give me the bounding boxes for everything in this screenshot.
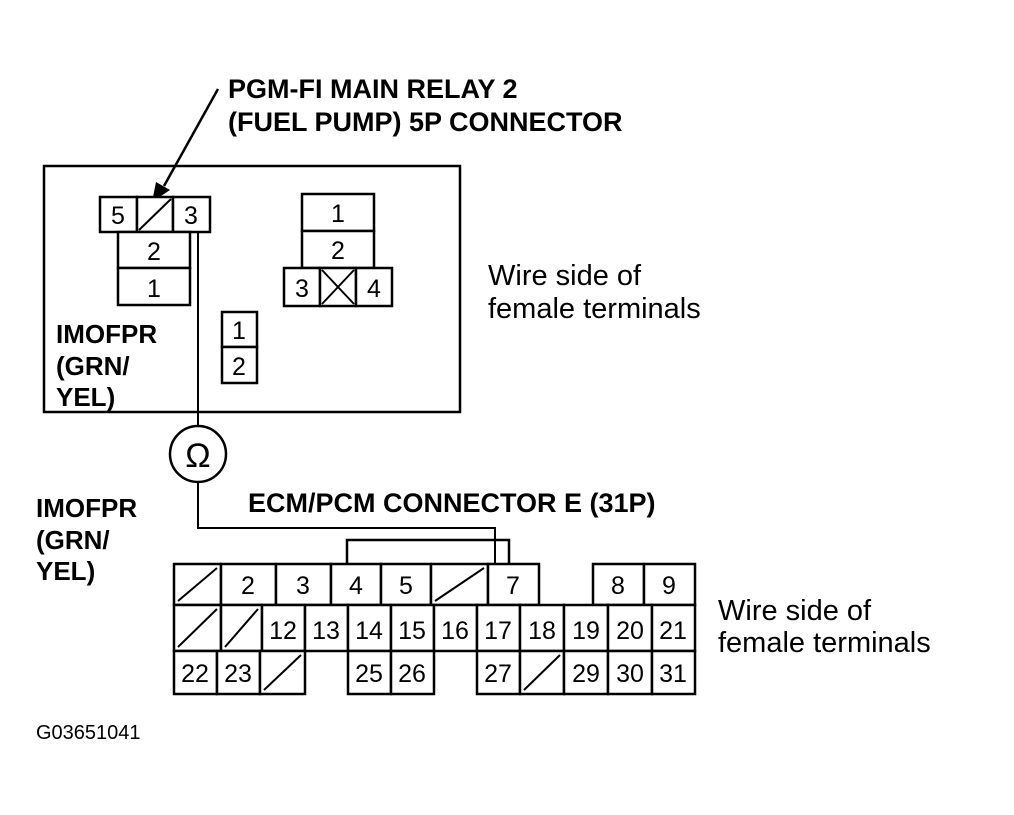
ecm-pin-13: 13	[312, 617, 340, 645]
relay-pin-1: 1	[147, 275, 161, 303]
relay-wire-label-1: IMOFPR	[56, 319, 157, 349]
ecm-pin-26: 26	[398, 660, 426, 688]
ecm-pin-3: 3	[296, 572, 310, 600]
ecm-pin-19: 19	[572, 617, 600, 645]
ecm-pin-9: 9	[662, 572, 676, 600]
four-pin-1: 1	[331, 200, 345, 228]
ecm-pin-27: 27	[484, 660, 512, 688]
relay-pin-3: 3	[184, 202, 198, 230]
ecm-31p-connector	[172, 562, 697, 696]
ecm-pin-4: 4	[349, 572, 363, 600]
small-pin-1: 1	[232, 317, 246, 345]
relay-wire-label-2: (GRN/	[56, 351, 130, 381]
four-pin-connector: 1 2 3 4	[282, 192, 394, 308]
four-pin-3: 3	[295, 275, 309, 303]
ecm-pin-7: 7	[506, 572, 520, 600]
figure-id: G03651041	[36, 722, 141, 744]
relay-wire-side-line1: Wire side of	[488, 260, 642, 292]
relay-wire-label-3: YEL)	[56, 382, 115, 412]
ecm-pin-29: 29	[572, 660, 600, 688]
ecm-wire-side-line1: Wire side of	[718, 595, 872, 627]
ecm-pin-30: 30	[616, 660, 644, 688]
ecm-pin-25: 25	[355, 660, 383, 688]
ecm-wire-label-1: IMOFPR	[36, 493, 137, 523]
ecm-wire-label-2: (GRN/	[36, 525, 110, 555]
ecm-pin-22: 22	[181, 660, 209, 688]
ecm-pin-12: 12	[269, 617, 297, 645]
ecm-pin-18: 18	[528, 617, 556, 645]
ecm-pin-21: 21	[659, 617, 687, 645]
test-lead-wire	[197, 232, 496, 568]
relay-title-line1: PGM-FI MAIN RELAY 2	[228, 74, 518, 104]
ecm-pin-8: 8	[611, 572, 625, 600]
ohmmeter: Ω	[168, 424, 228, 484]
relay-5p-connector: 5 3 2 1	[98, 195, 212, 307]
relay-pin-2: 2	[147, 238, 161, 266]
ecm-pin-14: 14	[355, 617, 383, 645]
four-pin-2: 2	[331, 237, 345, 265]
ohm-symbol: Ω	[185, 437, 210, 475]
ecm-pin-23: 23	[224, 660, 252, 688]
pointer-arrow	[152, 88, 220, 202]
ecm-wire-side-line2: female terminals	[718, 627, 931, 659]
relay-panel	[42, 164, 462, 414]
relay-title-line2: (FUEL PUMP) 5P CONNECTOR	[228, 107, 623, 137]
ecm-pin-15: 15	[398, 617, 426, 645]
four-pin-4: 4	[367, 275, 381, 303]
ecm-pin-16: 16	[441, 617, 469, 645]
relay-pin-5: 5	[111, 202, 125, 230]
ecm-latch	[345, 538, 511, 567]
ecm-pin-5: 5	[399, 572, 413, 600]
small-pin-2: 2	[232, 353, 246, 381]
ecm-pin-17: 17	[484, 617, 512, 645]
small-2p-connector: 1 2	[220, 310, 259, 385]
ecm-wire-label-3: YEL)	[36, 556, 95, 586]
ecm-pin-2: 2	[241, 572, 255, 600]
ecm-title: ECM/PCM CONNECTOR E (31P)	[248, 488, 656, 518]
ecm-pin-20: 20	[616, 617, 644, 645]
ecm-pin-31: 31	[659, 660, 687, 688]
relay-wire-side-line2: female terminals	[488, 293, 701, 325]
